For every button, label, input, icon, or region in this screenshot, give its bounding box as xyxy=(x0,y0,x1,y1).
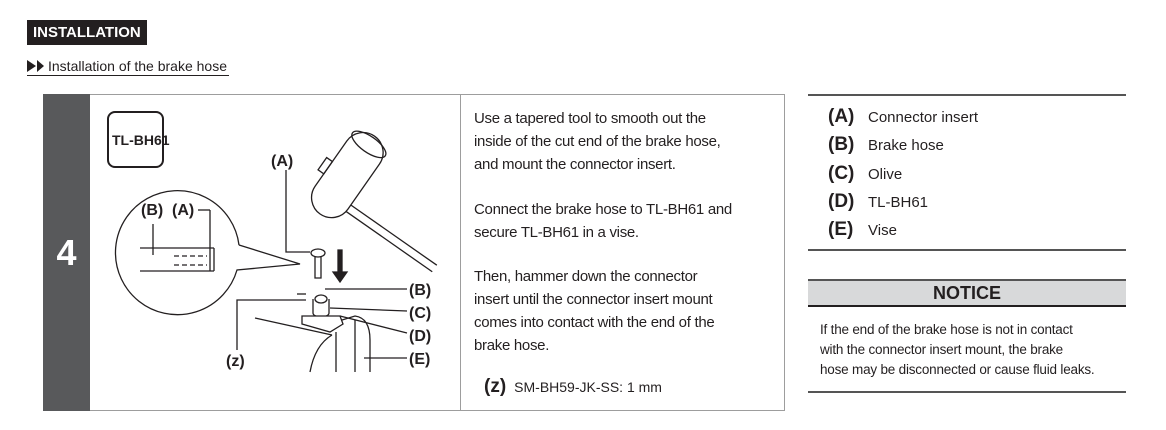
step-number: 4 xyxy=(43,94,90,411)
breadcrumb-link[interactable]: Installation of the brake hose xyxy=(27,57,230,76)
arrow-icon xyxy=(37,60,44,72)
legend-item: (A)Connector insert xyxy=(828,106,979,127)
legend-item: (B)Brake hose xyxy=(828,134,944,155)
tool-badge: TL-BH61 xyxy=(112,132,170,148)
hammer-icon xyxy=(310,130,438,273)
notice-title: NOTICE xyxy=(808,279,1126,307)
legend-item: (C)Olive xyxy=(828,163,903,184)
down-arrow-icon xyxy=(331,249,349,284)
tool-badge-frame xyxy=(107,111,164,168)
inset-bubble xyxy=(114,190,301,316)
legend-item: (D)TL-BH61 xyxy=(828,191,929,212)
section-title: INSTALLATION xyxy=(27,20,147,45)
label-z: (z) xyxy=(226,353,245,370)
divider xyxy=(808,391,1126,393)
divider xyxy=(460,94,461,411)
inset-label-a: (A) xyxy=(172,202,194,219)
label-e: (E) xyxy=(409,351,430,368)
label-c: (C) xyxy=(409,305,431,322)
breadcrumb-link-label: Installation of the brake hose xyxy=(48,58,228,74)
notice-text: If the end of the brake hose is not in c… xyxy=(820,322,1095,377)
arrow-icon xyxy=(27,60,36,72)
spec-note: (z)SM-BH59-JK-SS: 1 mm xyxy=(484,376,662,397)
divider xyxy=(808,249,1126,251)
label-b: (B) xyxy=(409,282,431,299)
legend-item: (E)Vise xyxy=(828,219,897,240)
label-d: (D) xyxy=(409,328,431,345)
divider xyxy=(808,94,1126,96)
label-a: (A) xyxy=(271,153,293,170)
inset-label-b: (B) xyxy=(141,202,163,219)
